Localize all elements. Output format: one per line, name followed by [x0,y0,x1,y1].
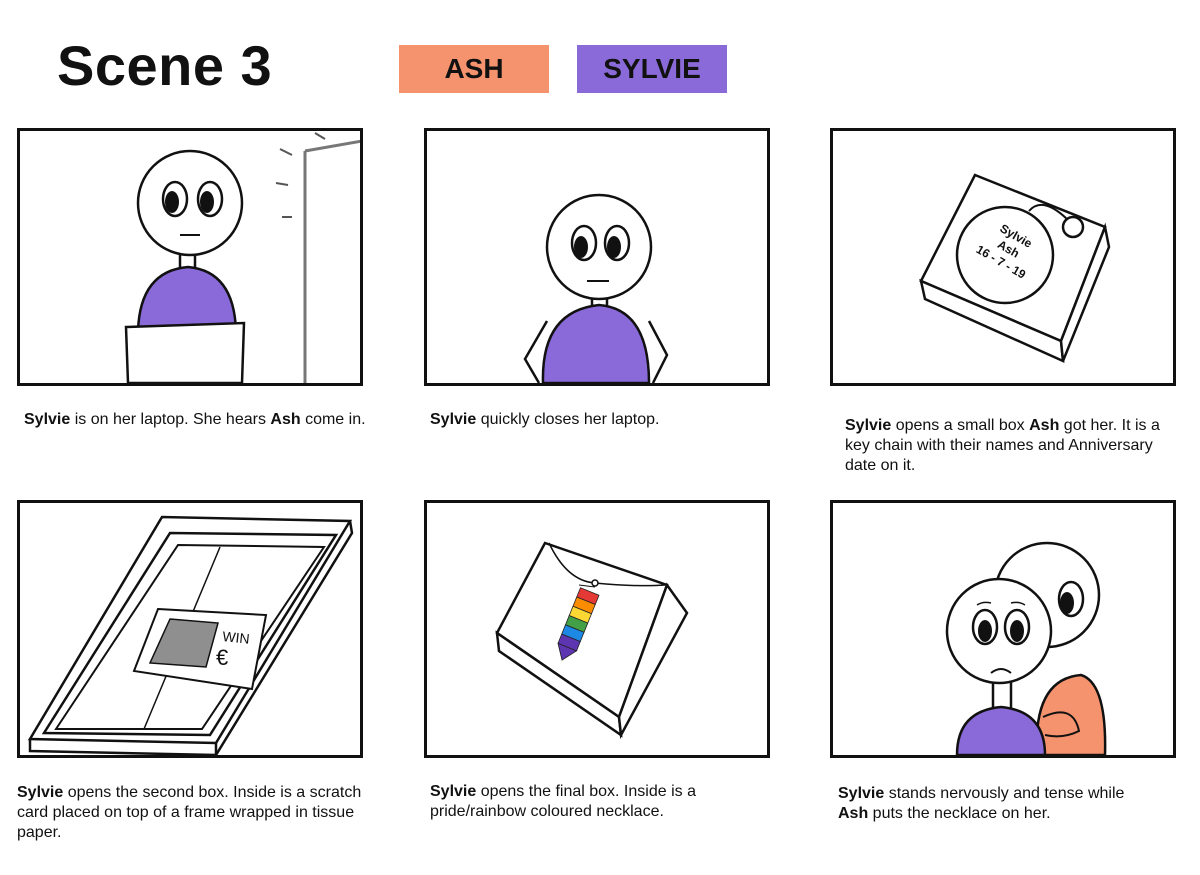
panel-2-caption-run: quickly closes her laptop. [476,411,660,428]
panel-5-caption: Sylvie opens the final box. Inside is a … [430,782,750,822]
panel-1-caption-run: is on her laptop. She hears [70,411,271,428]
storyboard-panel-5 [424,500,770,758]
panel-6-caption-run: puts the necklace on her. [868,805,1051,822]
panel-6-illustration [945,541,1107,755]
storyboard-panel-6 [830,500,1176,758]
panel-6-caption-run: Ash [838,805,869,822]
panel-5-caption-run: Sylvie [430,783,477,800]
panel-4-caption: Sylvie opens the second box. Inside is a… [17,783,367,843]
panel-6-caption: Sylvie stands nervously and tense while … [838,784,1158,824]
legend-ash-label: ASH [444,53,504,84]
pendant-tip [557,642,578,661]
panel-3-caption-run: opens a small box [891,417,1030,434]
panel-2-caption: Sylvie quickly closes her laptop. [430,410,775,430]
rainbow-pendant [557,587,600,661]
panel-4-illustration: WIN € [27,515,354,755]
panel-2-illustration [523,193,669,383]
panel-3-caption-run: got her. It is a key chain with their na… [845,417,1160,474]
legend-sylvie: SYLVIE [577,45,727,93]
panel-4-caption-run: Sylvie [17,784,64,801]
panel-3-caption-run: Ash [1029,417,1060,434]
storyboard-panel-2 [424,128,770,386]
panel-1-caption-run: Ash [270,411,301,428]
panel-1-illustration [124,132,360,383]
panel-5-illustration [495,541,689,740]
scene-title: Scene 3 [57,34,273,97]
panel-3-caption-run: Sylvie [845,417,892,434]
storyboard-panel-3: Sylvie Ash 16 - 7 - 19 [830,128,1176,386]
storyboard-panel-1 [17,128,363,386]
storyboard-panel-4: WIN € [17,500,363,758]
panel-3-caption: Sylvie opens a small box Ash got her. It… [845,416,1165,476]
panel-5-caption-run: opens the final box. Inside is a pride/r… [430,783,696,820]
panel-2-caption-run: Sylvie [430,411,477,428]
panel-6-caption-run: stands nervously and tense while [884,785,1125,802]
panel-3-illustration: Sylvie Ash 16 - 7 - 19 [919,173,1111,364]
panel-1-caption: Sylvie is on her laptop. She hears Ash c… [24,410,369,430]
scratch-card-win: WIN [222,628,251,647]
panel-4-caption-run: opens the second box. Inside is a scratc… [17,784,362,841]
legend-sylvie-label: SYLVIE [603,53,701,84]
panel-6-caption-run: Sylvie [838,785,885,802]
legend-ash: ASH [399,45,549,93]
panel-1-caption-run: come in. [300,411,366,428]
scratch-card-currency: € [216,645,228,670]
panel-1-caption-run: Sylvie [24,411,71,428]
